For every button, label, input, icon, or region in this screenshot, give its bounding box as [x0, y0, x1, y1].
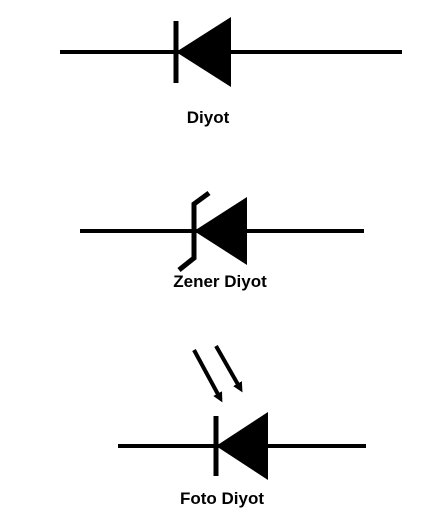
photo-diode-label: Foto Diyot	[179, 489, 265, 508]
arrow-right-icon	[214, 345, 243, 393]
photo-triangle	[216, 412, 268, 480]
zener-triangle	[194, 197, 247, 265]
arrow-left-icon	[192, 349, 223, 403]
diode-triangle	[176, 17, 231, 87]
photo-diode-symbol	[118, 345, 366, 480]
diode-symbol	[60, 17, 402, 87]
zener-cathode-bar	[177, 190, 211, 272]
diode-label: Diyot	[186, 108, 230, 127]
zener-diode-symbol	[80, 190, 364, 272]
zener-diode-label: Zener Diyot	[173, 272, 267, 291]
